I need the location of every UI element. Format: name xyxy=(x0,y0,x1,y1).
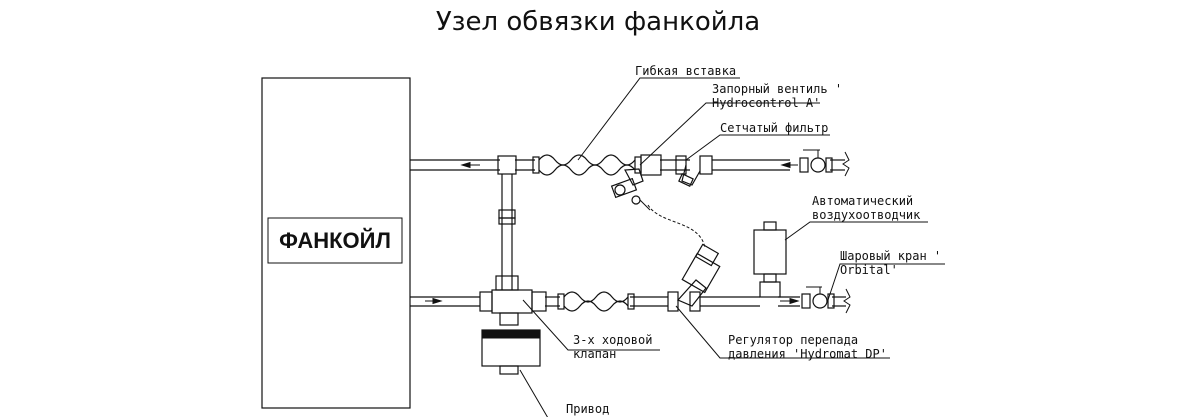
label-air-vent-line2: воздухоотводчик xyxy=(812,208,921,222)
fancoil-unit: ФАНКОЙЛ xyxy=(261,77,411,409)
label-dp-regulator-line2: давления 'Hydromat DP' xyxy=(728,347,887,361)
label-three-way-valve-line1: 3-х ходовой xyxy=(573,333,652,347)
label-flex-insert: Гибкая вставка xyxy=(635,64,736,78)
shutoff-valve xyxy=(610,168,651,211)
leader-lines xyxy=(519,77,945,417)
ball-valve-return xyxy=(801,286,835,309)
dp-regulator xyxy=(667,243,721,312)
three-way-valve xyxy=(479,275,547,326)
air-vent xyxy=(753,221,787,298)
label-air-vent-line1: Автоматический xyxy=(812,194,913,208)
label-shutoff-valve-line2: Hydrocontrol A' xyxy=(712,96,820,110)
label-three-way-valve-line2: клапан xyxy=(573,347,616,361)
label-ball-valve: Шаровый кран ' Orbital' xyxy=(840,249,948,277)
label-shutoff-valve: Запорный вентиль ' Hydrocontrol A' xyxy=(712,82,849,110)
label-dp-regulator: Регулятор перепада давления 'Hydromat DP… xyxy=(728,333,887,361)
label-actuator: Привод xyxy=(566,402,609,416)
label-ball-valve-line2: Orbital' xyxy=(840,263,898,277)
label-shutoff-valve-line1: Запорный вентиль ' xyxy=(712,82,842,96)
return-pipe xyxy=(410,288,851,314)
supply-tee xyxy=(497,155,517,290)
flex-insert-return xyxy=(557,291,635,312)
label-ball-valve-line1: Шаровый кран ' xyxy=(840,249,941,263)
ball-valve-supply xyxy=(799,149,833,173)
fancoil-label: ФАНКОЙЛ xyxy=(279,228,391,253)
label-air-vent: Автоматический воздухоотводчик xyxy=(812,194,921,222)
diagram-title: Узел обвязки фанкойла xyxy=(436,7,760,37)
impulse-tube xyxy=(647,204,706,249)
label-three-way-valve: 3-х ходовой клапан xyxy=(573,333,660,361)
strainer xyxy=(675,155,713,187)
label-strainer: Сетчатый фильтр xyxy=(720,121,828,135)
actuator xyxy=(481,329,541,375)
supply-pipe xyxy=(410,151,850,177)
label-dp-regulator-line1: Регулятор перепада xyxy=(728,333,858,347)
flex-insert-supply xyxy=(532,154,662,176)
